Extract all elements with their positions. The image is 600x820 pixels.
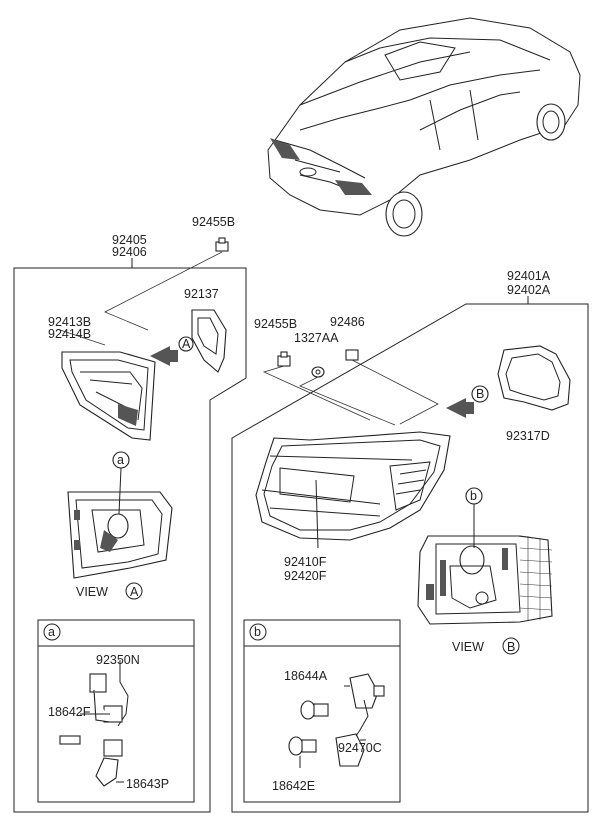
bolt-92455b-top [215, 237, 229, 252]
label-92414b: 92414B [48, 327, 91, 341]
label-92455b-mid: 92455B [254, 317, 297, 331]
label-92137: 92137 [184, 287, 219, 301]
detail-b-parts [249, 623, 385, 768]
view-b-letter: B [507, 640, 515, 654]
view-a-arrow [150, 346, 178, 366]
label-92486: 92486 [330, 315, 365, 329]
label-92402a: 92402A [507, 283, 551, 297]
left-frame [13, 267, 247, 813]
fastener-92486 [345, 349, 359, 361]
label-92410f: 92410F [284, 555, 327, 569]
label-92405: 92405 [112, 233, 147, 247]
view-a-drawing [67, 451, 173, 600]
label-92413b: 92413B [48, 315, 91, 329]
label-18642e: 18642E [272, 779, 315, 793]
label-92470c: 92470C [338, 741, 382, 755]
view-b-label: VIEW [452, 640, 484, 654]
inner-lamp-assembly [43, 237, 229, 787]
label-92350n: 92350N [96, 653, 140, 667]
label-92420f: 92420F [284, 569, 327, 583]
view-a-label: VIEW [76, 585, 108, 599]
label-18644a: 18644A [284, 669, 328, 683]
detail-box-a [37, 619, 195, 803]
fastener-1327aa [311, 366, 325, 378]
label-18643p: 18643P [126, 777, 169, 791]
box-a-tag: a [48, 625, 55, 639]
label-92317d: 92317D [506, 429, 550, 443]
label-92401a: 92401A [507, 269, 551, 283]
detail-a-marker: a [117, 453, 124, 467]
detail-b-marker: b [470, 489, 477, 503]
labels: 92405 92406 92455B 92137 92413B 92414B 9… [48, 215, 551, 793]
view-b-drawing [417, 487, 553, 655]
inner-lamp-92413b [61, 351, 156, 441]
label-92455b-top: 92455B [192, 215, 235, 229]
detail-a-parts [43, 623, 129, 787]
car-illustration [267, 17, 581, 237]
label-18642f: 18642F [48, 705, 91, 719]
view-a-marker: A [182, 337, 191, 351]
gasket-92137 [191, 309, 227, 373]
outer-lamp-assembly [249, 345, 571, 768]
detail-box-b [243, 619, 401, 803]
view-a-letter: A [130, 585, 139, 599]
box-b-tag: b [254, 625, 261, 639]
frames [13, 258, 589, 813]
view-b-arrow [446, 398, 474, 418]
right-frame [231, 303, 589, 813]
gasket-92317d [497, 345, 571, 411]
fastener-92455b-mid [277, 351, 291, 367]
view-b-marker: B [476, 387, 484, 401]
tail-lamp-92410f [255, 431, 451, 549]
label-1327aa: 1327AA [294, 331, 339, 345]
label-92406: 92406 [112, 245, 147, 259]
